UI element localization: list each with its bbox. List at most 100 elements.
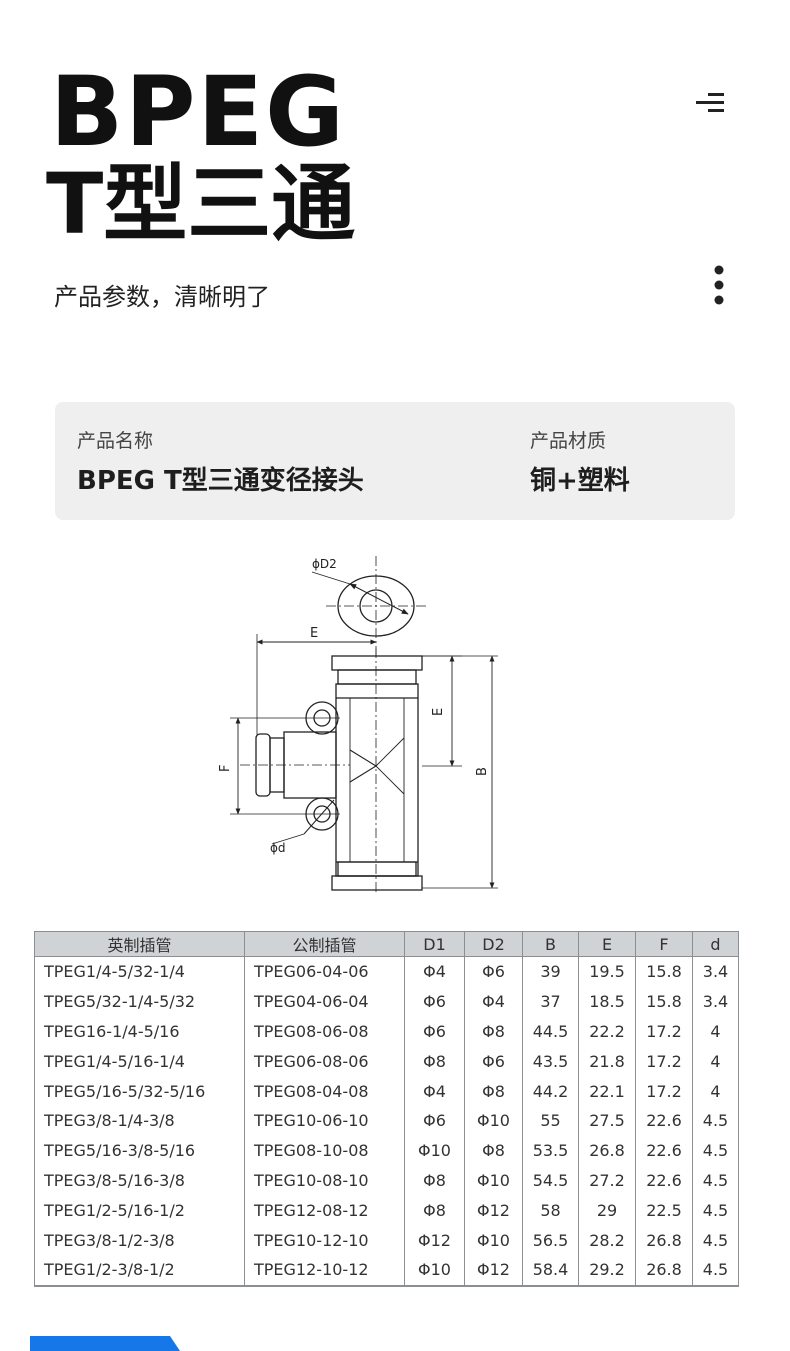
- table-cell: TPEG5/32-1/4-5/32: [34, 986, 245, 1017]
- table-cell: TPEG12-08-12: [244, 1195, 405, 1226]
- table-cell: 4.5: [692, 1254, 739, 1287]
- header-metric: 公制插管: [244, 931, 405, 957]
- table-cell: 44.5: [522, 1016, 579, 1047]
- table-cell: TPEG10-06-10: [244, 1105, 405, 1136]
- header-b: B: [522, 931, 579, 957]
- body-bottom-collet: [337, 861, 417, 877]
- table-cell: Φ10: [464, 1165, 523, 1196]
- table-cell: Φ10: [464, 1225, 523, 1255]
- table-cell: TPEG3/8-1/2-3/8: [34, 1225, 245, 1255]
- table-cell: TPEG06-04-06: [244, 956, 405, 987]
- menu-lines-icon[interactable]: [694, 90, 726, 116]
- title-cn: T型三通: [46, 155, 356, 253]
- table-cell: TPEG1/2-5/16-1/2: [34, 1195, 245, 1226]
- table-cell: 27.5: [578, 1105, 636, 1136]
- label-f: F: [218, 765, 233, 772]
- table-cell: Φ10: [404, 1135, 465, 1166]
- product-material-value: 铜+塑料: [530, 466, 630, 496]
- header-e: E: [578, 931, 636, 957]
- header-d: d: [692, 931, 739, 957]
- table-cell: 43.5: [522, 1046, 579, 1077]
- table-cell: 54.5: [522, 1165, 579, 1196]
- label-e-side: E: [431, 708, 446, 716]
- table-cell: 22.6: [635, 1105, 693, 1136]
- table-cell: Φ4: [404, 956, 465, 987]
- table-cell: 22.1: [578, 1076, 636, 1106]
- header-imperial: 英制插管: [34, 931, 245, 957]
- table-cell: 44.2: [522, 1076, 579, 1106]
- table-cell: Φ8: [464, 1076, 523, 1106]
- table-cell: 55: [522, 1105, 579, 1136]
- table-cell: Φ8: [464, 1135, 523, 1166]
- table-cell: TPEG04-06-04: [244, 986, 405, 1017]
- fitting-technical-diagram: ϕD2 E E B F ϕd: [218, 556, 498, 893]
- table-cell: Φ8: [464, 1016, 523, 1047]
- table-cell: Φ12: [404, 1225, 465, 1255]
- table-cell: Φ8: [404, 1195, 465, 1226]
- table-cell: Φ8: [404, 1046, 465, 1077]
- table-header-row: 英制插管 公制插管 D1 D2 B E F d: [34, 931, 739, 957]
- table-cell: 22.5: [635, 1195, 693, 1226]
- accent-bar-shape: [30, 1336, 180, 1351]
- body-top-cap: [331, 655, 423, 671]
- table-cell: 18.5: [578, 986, 636, 1017]
- table-cell: 29: [578, 1195, 636, 1226]
- table-cell: 4.5: [692, 1105, 739, 1136]
- table-cell: TPEG3/8-5/16-3/8: [34, 1165, 245, 1196]
- body-bottom-cap: [331, 875, 423, 891]
- header-d1: D1: [404, 931, 465, 957]
- table-cell: TPEG3/8-1/4-3/8: [34, 1105, 245, 1136]
- table-cell: 3.4: [692, 986, 739, 1017]
- table-cell: 26.8: [635, 1225, 693, 1255]
- subtitle: 产品参数，清晰明了: [54, 283, 270, 311]
- table-cell: Φ10: [404, 1254, 465, 1287]
- table-cell: 26.8: [635, 1254, 693, 1287]
- table-cell: 58.4: [522, 1254, 579, 1287]
- table-cell: TPEG06-08-06: [244, 1046, 405, 1077]
- title-en: BPEG: [50, 56, 346, 168]
- table-cell: 22.6: [635, 1165, 693, 1196]
- table-cell: 4.5: [692, 1225, 739, 1255]
- table-cell: 19.5: [578, 956, 636, 987]
- table-cell: 53.5: [522, 1135, 579, 1166]
- side-branch: [283, 731, 337, 799]
- product-name-value: BPEG T型三通变径接头: [77, 466, 364, 496]
- table-cell: 27.2: [578, 1165, 636, 1196]
- table-cell: 28.2: [578, 1225, 636, 1255]
- table-cell: 56.5: [522, 1225, 579, 1255]
- table-cell: Φ8: [404, 1165, 465, 1196]
- table-cell: TPEG16-1/4-5/16: [34, 1016, 245, 1047]
- table-cell: TPEG5/16-3/8-5/16: [34, 1135, 245, 1166]
- table-cell: 37: [522, 986, 579, 1017]
- table-cell: TPEG10-12-10: [244, 1225, 405, 1255]
- table-cell: TPEG1/4-5/32-1/4: [34, 956, 245, 987]
- table-cell: 4.5: [692, 1195, 739, 1226]
- table-cell: TPEG10-08-10: [244, 1165, 405, 1196]
- table-cell: 4: [692, 1046, 739, 1077]
- table-cell: Φ6: [404, 1016, 465, 1047]
- table-cell: Φ4: [464, 986, 523, 1017]
- product-name-label: 产品名称: [77, 430, 154, 452]
- body-top-collet: [337, 669, 417, 685]
- table-cell: Φ12: [464, 1195, 523, 1226]
- table-cell: Φ4: [404, 1076, 465, 1106]
- header-f: F: [635, 931, 693, 957]
- table-cell: 17.2: [635, 1016, 693, 1047]
- table-cell: 58: [522, 1195, 579, 1226]
- label-d2: ϕD2: [312, 557, 337, 571]
- table-cell: 26.8: [578, 1135, 636, 1166]
- table-cell: 4: [692, 1016, 739, 1047]
- table-cell: TPEG08-04-08: [244, 1076, 405, 1106]
- table-cell: 4: [692, 1076, 739, 1106]
- table-cell: TPEG08-10-08: [244, 1135, 405, 1166]
- more-vertical-icon[interactable]: [708, 264, 730, 308]
- table-cell: Φ10: [464, 1105, 523, 1136]
